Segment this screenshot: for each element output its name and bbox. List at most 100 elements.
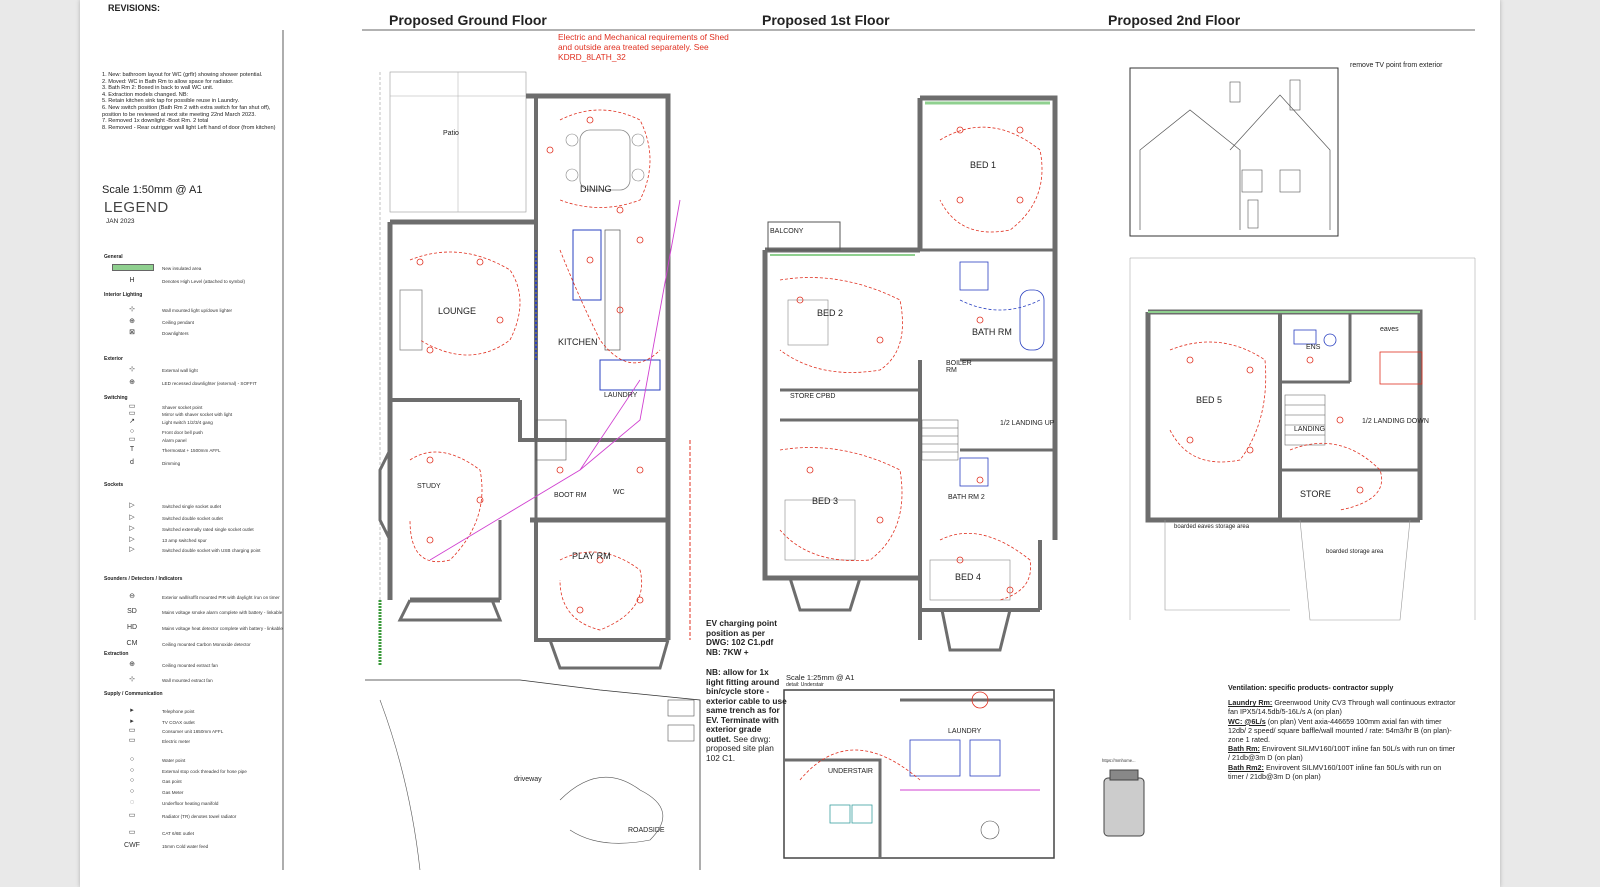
legend-group-title: General [104, 254, 123, 260]
legend-symbol-icon: ▭ [128, 737, 136, 744]
legend-symbol-icon: ▸ [130, 707, 134, 714]
legend-group-title: Interior Lighting [104, 292, 143, 298]
revision-item: 4. Extraction models changed. NB: [102, 91, 189, 98]
first-floor-fixtures [796, 126, 1024, 594]
second-floor-plan [1129, 67, 1476, 621]
ventilation-wc: WC: @6L/s (on plan) Vent axia-446659 100… [1228, 716, 1452, 745]
legend-symbol-icon: ○ [129, 428, 135, 435]
second-floor-title: Proposed 2nd Floor [1108, 12, 1241, 28]
ventilation-bath: Bath Rm: Envirovent SILMV160/100T inline… [1228, 744, 1456, 763]
legend-item-label: Mirror with shaver socket with light [162, 412, 233, 417]
legend-group-title: Extraction [104, 651, 129, 657]
legend-item-label: Radiator (TR) denotes towel radiator [162, 814, 237, 819]
room-label-ens: ENS [1306, 344, 1321, 351]
legend-symbol-icon: CWF [124, 842, 140, 849]
first-floor-title: Proposed 1st Floor [762, 12, 890, 28]
revisions-list: 1. New: bathroom layout for WC (grflr) s… [102, 72, 282, 131]
legend-item-label: Light switch 1/2/3/4 gang [162, 420, 213, 425]
legend-item-label: Electric meter [162, 739, 191, 744]
revision-item: 1. New: bathroom layout for WC (grflr) s… [102, 72, 263, 78]
legend-symbol-icon: ▭ [128, 436, 136, 443]
legend-symbol-icon: ◌ [129, 799, 135, 806]
room-label-store-cpbd: STORE CPBD [790, 393, 836, 400]
room-label-landing: LANDING [1294, 426, 1326, 433]
revision-item: 5. Retain kitchen sink tap for possible … [102, 98, 240, 105]
site-label-roadside: ROADSIDE [628, 827, 665, 834]
legend-item-label: Water point [162, 758, 186, 763]
room-label-bed2: BED 2 [817, 308, 844, 318]
ventilation-title: Ventilation: specific products- contract… [1228, 683, 1394, 692]
legend-symbol-icon: ○ [129, 756, 135, 763]
legend-symbol-icon: CM [126, 640, 138, 647]
second-floor-fixtures [1186, 356, 1364, 494]
legend-symbol-icon: ○ [129, 788, 135, 795]
legend-date: JAN 2023 [106, 218, 135, 225]
legend-symbol-icon: d [130, 459, 134, 466]
legend-symbol-icon: HD [126, 624, 138, 631]
legend-symbol-icon: ▭ [112, 264, 154, 271]
understair-detail [783, 689, 1055, 859]
ground-floor-fixtures [416, 116, 644, 614]
legend-item-label: Wall mounted extract fan [162, 678, 213, 683]
ventilation-bath2: Bath Rm2: Envirovent SILMV160/100T inlin… [1228, 762, 1442, 781]
legend-symbol-icon: ⊠ [129, 329, 135, 336]
room-label-landing-down: 1/2 LANDING DOWN [1362, 418, 1429, 425]
legend-item-label: Consumer unit 1650mm AFFL [162, 729, 224, 734]
room-label-landing-up: 1/2 LANDING UP [1000, 420, 1055, 427]
legend-group-title: Exterior [104, 356, 123, 362]
room-label-boot-rm: BOOT RM [554, 492, 587, 499]
legend-item-label: Exterior wall/soffit mounted PIR with da… [162, 595, 280, 600]
legend-item-label: Dimming [162, 461, 181, 466]
legend-item-label: 13 amp switched spur [162, 538, 207, 543]
legend-item-label: Mains voltage heat detector complete wit… [162, 626, 283, 631]
legend-item-label: Front door bell push [162, 430, 203, 435]
legend-item-label: Downlighters [162, 331, 189, 336]
ground-floor-title: Proposed Ground Floor [389, 12, 547, 28]
ventilation-laundry: Laundry Rm: Greenwood Unity CV3 Through … [1228, 698, 1456, 717]
room-label-lounge: LOUNGE [438, 306, 477, 316]
room-label-eaves: eaves [1380, 326, 1399, 333]
legend-item-label: CAT 6/6E outlet [162, 831, 195, 836]
legend-symbol-icon: ⊕ [129, 379, 135, 386]
room-label-bed4: BED 4 [955, 572, 982, 582]
legend-symbol-icon: ○ [129, 767, 135, 774]
legend-symbol-icon: ⊹ [129, 366, 135, 373]
legend-symbol-icon: ⊕ [129, 318, 135, 325]
legend-item-label: Denotes High Level (attached to symbol) [162, 279, 245, 284]
floor-plans-drawing [282, 29, 1476, 871]
legend-symbol-icon: ▭ [128, 727, 136, 734]
room-label-kitchen: KITCHEN [558, 337, 598, 347]
legend-item-label: Alarm panel [162, 438, 187, 443]
first-floor-plan [762, 95, 1058, 652]
legend-group-title: Sounders / Detectors / Indicators [104, 576, 183, 582]
detail-subtitle: detail: Understair [786, 682, 824, 688]
legend-title: LEGEND [104, 199, 169, 216]
legend-group-title: Switching [104, 395, 128, 401]
room-label-bed3: BED 3 [812, 496, 839, 506]
room-label-play-rm: PLAY RM [572, 551, 611, 561]
legend-item-label: Switched externally rated single socket … [162, 527, 254, 532]
bin-store-note-ref: See drwg: proposed site plan 102 C1. [706, 733, 774, 763]
room-label-study: STUDY [417, 483, 441, 490]
room-label-boiler-rm: BOILER RM [946, 360, 972, 374]
legend-item-label: Telephone point [162, 709, 195, 714]
revision-item: 3. Bath Rm 2: Boxed in back to wall WC u… [102, 85, 214, 92]
ground-floor-plan [365, 71, 701, 871]
water-filter-image [1103, 769, 1145, 837]
room-label-bed1: BED 1 [970, 160, 997, 170]
legend-item-label: External stop cock threaded for hose pip… [162, 769, 247, 774]
legend-symbol-icon: T [129, 446, 135, 453]
legend-item-label: Shaver socket point [162, 405, 203, 410]
room-label-boarded-storage: boarded storage area [1326, 549, 1384, 555]
legend-symbol-icon: ⊹ [129, 676, 135, 683]
drawing-sheet: REVISIONS: 1. New: bathroom layout for W… [80, 0, 1500, 887]
room-label-laundry: LAUNDRY [604, 392, 638, 399]
room-label-boarded-eaves: boarded eaves storage area [1174, 524, 1250, 530]
product-url: https://mmhome... [1102, 758, 1136, 763]
legend-item-label: LED recessed downlighter (external) - SO… [162, 381, 257, 386]
room-label-bed5: BED 5 [1196, 395, 1223, 405]
bin-store-note: NB: allow for 1x light fitting around bi… [706, 667, 788, 763]
legend-symbol-icon: ▷ [129, 525, 135, 532]
legend-item-label: Switched double socket outlet [162, 516, 223, 521]
